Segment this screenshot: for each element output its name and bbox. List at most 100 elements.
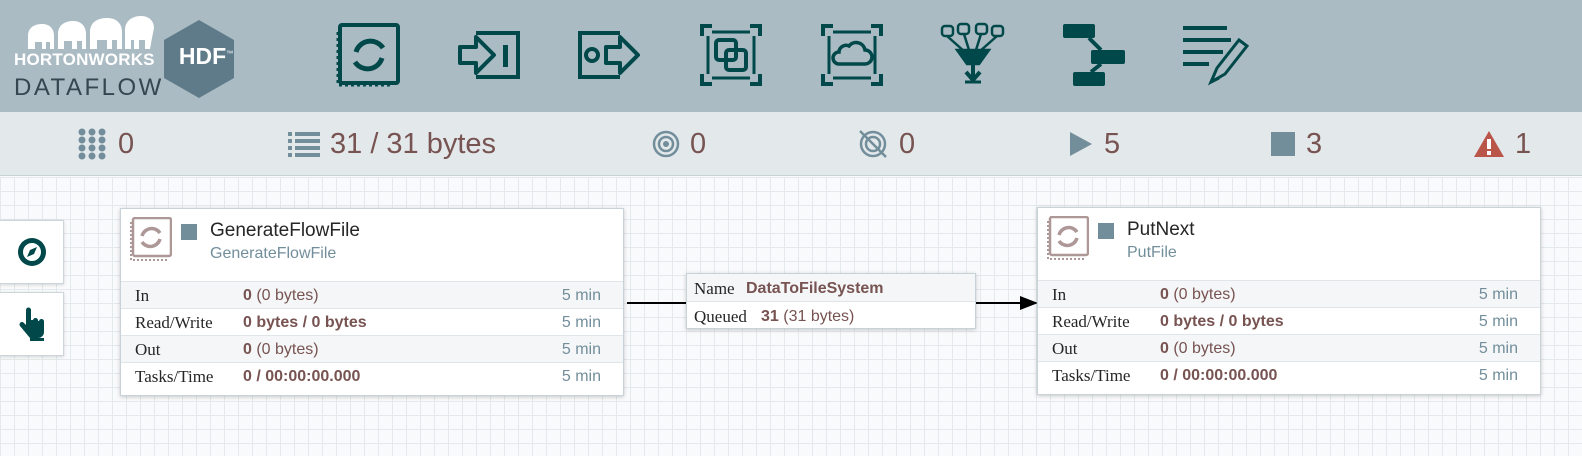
navigate-button[interactable] — [0, 220, 64, 284]
processor-name: PutNext — [1127, 219, 1195, 240]
input-port-icon — [458, 31, 520, 79]
stat-value: 0 / 00:00:00.000 — [243, 368, 361, 385]
connection-label[interactable]: Name DataToFileSystem Queued 31 (31 byte… — [686, 273, 976, 329]
stat-label: Tasks/Time — [135, 367, 214, 386]
transmitting-stat: 0 — [652, 112, 706, 176]
processor-icon — [336, 23, 400, 87]
stat-value: 0 (0 bytes) — [1160, 340, 1236, 357]
queued-list-icon — [288, 132, 320, 157]
stopped-state-icon — [181, 224, 197, 240]
hortonworks-logo: HORTONWORKS DATAFLOW HDF™ — [14, 16, 244, 102]
flow-status-bar: 0 31 / 31 bytes 0 0 — [0, 112, 1582, 176]
stat-row-tasks-time: Tasks/Time 0 / 00:00:00.000 5 min — [1038, 361, 1540, 388]
stat-time: 5 min — [1478, 340, 1518, 357]
stat-label: Read/Write — [1052, 312, 1130, 331]
stat-value: 0 (0 bytes) — [1160, 286, 1236, 303]
warning-icon — [1474, 131, 1504, 157]
processor-type: PutFile — [1127, 244, 1177, 261]
invalid-stat: 1 — [1473, 112, 1531, 176]
stat-row-out: Out 0 (0 bytes) 5 min — [1038, 334, 1540, 361]
invalid-value: 1 — [1515, 127, 1532, 160]
stat-time: 5 min — [1478, 286, 1518, 303]
stat-value: 0 bytes / 0 bytes — [243, 314, 367, 331]
add-process-group-button[interactable] — [697, 20, 765, 90]
processor-stats: In 0 (0 bytes) 5 min Read/Write 0 bytes … — [1038, 280, 1540, 388]
process-group-icon — [700, 24, 762, 86]
processor-putnext[interactable]: PutNext PutFile In 0 (0 bytes) 5 min Rea… — [1037, 207, 1541, 395]
stat-row-out: Out 0 (0 bytes) 5 min — [121, 335, 623, 362]
stat-row-tasks-time: Tasks/Time 0 / 00:00:00.000 5 min — [121, 362, 623, 389]
processor-stats: In 0 (0 bytes) 5 min Read/Write 0 bytes … — [121, 281, 623, 389]
add-remote-process-group-button[interactable] — [818, 20, 886, 90]
connection-line-left[interactable] — [627, 302, 686, 304]
stat-label: Out — [135, 340, 161, 359]
template-icon — [1063, 24, 1125, 86]
processor-icon — [130, 217, 172, 261]
stopped-state-icon — [1098, 223, 1114, 239]
queued-value: 31 / 31 bytes — [330, 127, 497, 160]
processor-icon — [1047, 216, 1089, 260]
play-icon — [1070, 132, 1092, 156]
add-template-button[interactable] — [1060, 20, 1128, 90]
stat-value: 0 bytes / 0 bytes — [1160, 313, 1284, 330]
connection-name-value: DataToFileSystem — [746, 280, 884, 297]
stat-row-in: In 0 (0 bytes) 5 min — [121, 281, 623, 308]
transmitting-icon — [652, 130, 680, 158]
stat-label: Read/Write — [135, 313, 213, 332]
hdf-hexagon-badge — [164, 20, 234, 98]
stat-time: 5 min — [1478, 367, 1518, 384]
header-toolbar: HORTONWORKS DATAFLOW HDF™ — [0, 0, 1582, 112]
stat-label: Out — [1052, 339, 1078, 358]
connection-queued-row: Queued 31 (31 bytes) — [687, 302, 975, 330]
hand-pointer-icon — [19, 307, 44, 341]
active-threads-icon — [78, 128, 106, 160]
add-funnel-button[interactable] — [939, 20, 1007, 90]
stopped-stat: 3 — [1270, 112, 1322, 176]
add-output-port-button[interactable] — [576, 20, 644, 90]
stat-value: 0 / 00:00:00.000 — [1160, 367, 1278, 384]
stat-label: Tasks/Time — [1052, 366, 1131, 385]
stat-time: 5 min — [561, 287, 601, 304]
product-name: DATAFLOW — [14, 74, 164, 101]
not-transmitting-stat: 0 — [857, 112, 915, 176]
transmitting-value: 0 — [690, 127, 707, 160]
stat-time: 5 min — [561, 314, 601, 331]
hdf-badge-label: HDF™ — [178, 43, 234, 69]
processor-name: GenerateFlowFile — [210, 220, 360, 241]
stat-value: 0 (0 bytes) — [243, 287, 319, 304]
stat-value: 0 (0 bytes) — [243, 341, 319, 358]
add-processor-button[interactable] — [334, 20, 402, 90]
processor-type: GenerateFlowFile — [210, 245, 337, 262]
stopped-value: 3 — [1306, 127, 1323, 160]
stat-label: In — [1052, 285, 1067, 304]
queued-stat: 31 / 31 bytes — [288, 112, 496, 176]
stat-time: 5 min — [1478, 313, 1518, 330]
stat-label: In — [135, 286, 150, 305]
connection-queued-value: 31 (31 bytes) — [761, 308, 855, 325]
processor-generateflowfile[interactable]: GenerateFlowFile GenerateFlowFile In 0 (… — [120, 208, 624, 396]
add-input-port-button[interactable] — [455, 20, 523, 90]
elephants-logo-icon — [28, 16, 154, 49]
stat-row-in: In 0 (0 bytes) 5 min — [1038, 280, 1540, 307]
active-threads-stat: 0 — [76, 112, 134, 176]
stat-time: 5 min — [561, 368, 601, 385]
stop-icon — [1271, 132, 1295, 156]
stat-time: 5 min — [561, 341, 601, 358]
not-transmitting-icon — [859, 130, 887, 158]
stat-row-read-write: Read/Write 0 bytes / 0 bytes 5 min — [121, 308, 623, 335]
compass-icon — [17, 238, 46, 266]
connection-name-label: Name — [694, 279, 735, 298]
connection-arrowhead — [1020, 296, 1038, 310]
output-port-icon — [578, 31, 640, 79]
not-transmitting-value: 0 — [899, 127, 916, 160]
funnel-icon — [940, 22, 1005, 84]
active-threads-value: 0 — [118, 127, 135, 160]
connection-line-right[interactable] — [976, 302, 1022, 304]
connection-name-row: Name DataToFileSystem — [687, 274, 975, 302]
brand-name: HORTONWORKS — [14, 50, 155, 69]
operate-button[interactable] — [0, 292, 64, 356]
add-label-button[interactable] — [1181, 20, 1249, 90]
label-icon — [1183, 26, 1249, 86]
running-stat: 5 — [1068, 112, 1120, 176]
running-value: 5 — [1104, 127, 1121, 160]
